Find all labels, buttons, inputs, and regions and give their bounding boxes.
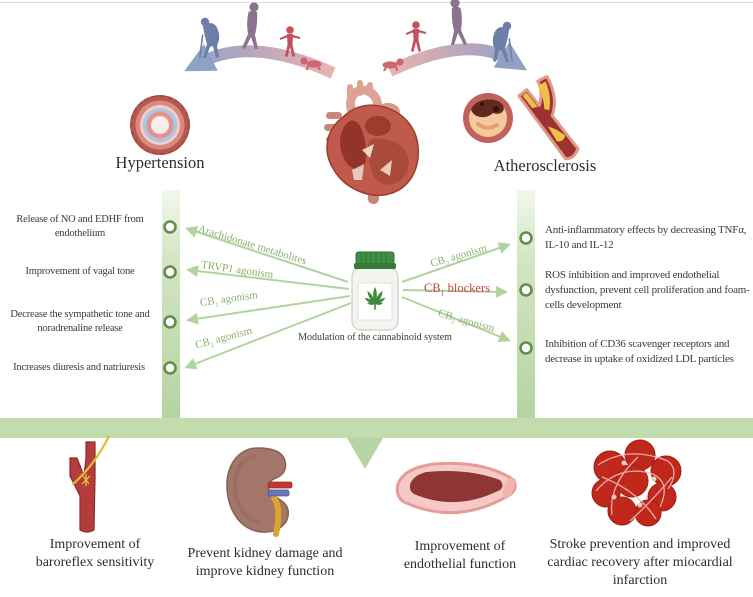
outcome-label: Improvement of endothelial function [403, 539, 517, 573]
adult-figure-icon [242, 2, 259, 49]
atherosclerosis-effect-item: Inhibition of CD36 scavenger receptors a… [545, 338, 734, 365]
condition-label-atherosclerosis: Atherosclerosis [493, 156, 597, 175]
hypertension-effect-item: Improvement of vagal tone [25, 266, 135, 277]
mechanism-arrow [186, 265, 350, 290]
condition-label-hypertension: Hypertension [115, 153, 205, 172]
atherosclerosis-effect-item: Anti-inflammatory effects by decreasing … [545, 224, 747, 251]
bullet-circle [519, 283, 533, 297]
pill-bottle-icon [351, 251, 399, 331]
hypertension-effect-item: Release of NO and EDHF from endothelium [16, 214, 144, 240]
mechanism-arrow [401, 242, 511, 283]
outcome-label: Prevent kidney damage and improve kidney… [187, 546, 343, 580]
atherosclerosis-plaque-vessel-icon [463, 93, 513, 143]
baby-figure-icon [300, 57, 322, 70]
mechanism-arrow [184, 302, 352, 370]
mechanism-subscript: 1 [440, 288, 445, 298]
bullet-circles-right [519, 231, 533, 355]
aging-arc-left [184, 2, 336, 79]
atherosclerosis-effect-item: ROS inhibition and improved endothelial … [545, 269, 750, 311]
mechanism-text: blockers [444, 281, 491, 295]
blood-clot-icon [591, 439, 682, 527]
hypertension-vessel-icon [130, 95, 190, 155]
bullet-circle [163, 220, 177, 234]
mechanism-arrow [186, 295, 351, 325]
outcome-label: Stroke prevention and improved cardiac r… [547, 537, 733, 589]
child-figure-icon [406, 21, 426, 52]
child-figure-icon [280, 26, 300, 57]
mechanism-arrow [185, 226, 349, 283]
bullet-circle [519, 341, 533, 355]
down-arrow-band [0, 418, 753, 469]
effect-bar-right [517, 190, 535, 422]
adult-figure-icon [450, 0, 467, 45]
outcome-label: Improvement of baroreflex sensitivity [35, 537, 155, 571]
mechanism-arrows-left [184, 226, 352, 370]
narrowed-artery-icon [517, 75, 580, 161]
bullet-circle [163, 315, 177, 329]
baroreflex-artery-icon [69, 434, 111, 533]
down-arrowhead [347, 438, 383, 469]
hypertension-effect-item: Increases diuresis and natriuresis [13, 362, 145, 373]
kidney-icon [226, 447, 293, 537]
mechanism-text: CB [423, 281, 441, 295]
mechanism-arrow [401, 296, 511, 343]
bullet-circle [163, 265, 177, 279]
bullet-circle [519, 231, 533, 245]
baby-figure-icon [382, 58, 404, 71]
mechanism-text: CB [194, 335, 212, 352]
bullet-circle [163, 361, 177, 375]
elderly-figure-icon [199, 17, 220, 58]
elderly-figure-icon [492, 21, 513, 62]
heart-illustration [324, 80, 420, 204]
mechanism-text: CB [429, 254, 447, 270]
bullet-circles-left [163, 220, 177, 375]
mechanism-arrow [402, 285, 508, 298]
hypertension-effect-item: Decrease the sympathetic tone and noradr… [10, 309, 150, 335]
mechanism-label-cb1-blockers: CB1 blockers [402, 281, 512, 298]
aging-arc-right [382, 0, 528, 77]
endothelial-vessel-icon [395, 461, 517, 515]
bottle-caption: Modulation of the cannabinoid system [298, 332, 452, 343]
cannabis-leaf-icon [364, 287, 386, 310]
figure-top-border [0, 2, 753, 3]
mechanism-text: CB [199, 295, 216, 309]
mechanism-arrows-right [401, 242, 511, 343]
